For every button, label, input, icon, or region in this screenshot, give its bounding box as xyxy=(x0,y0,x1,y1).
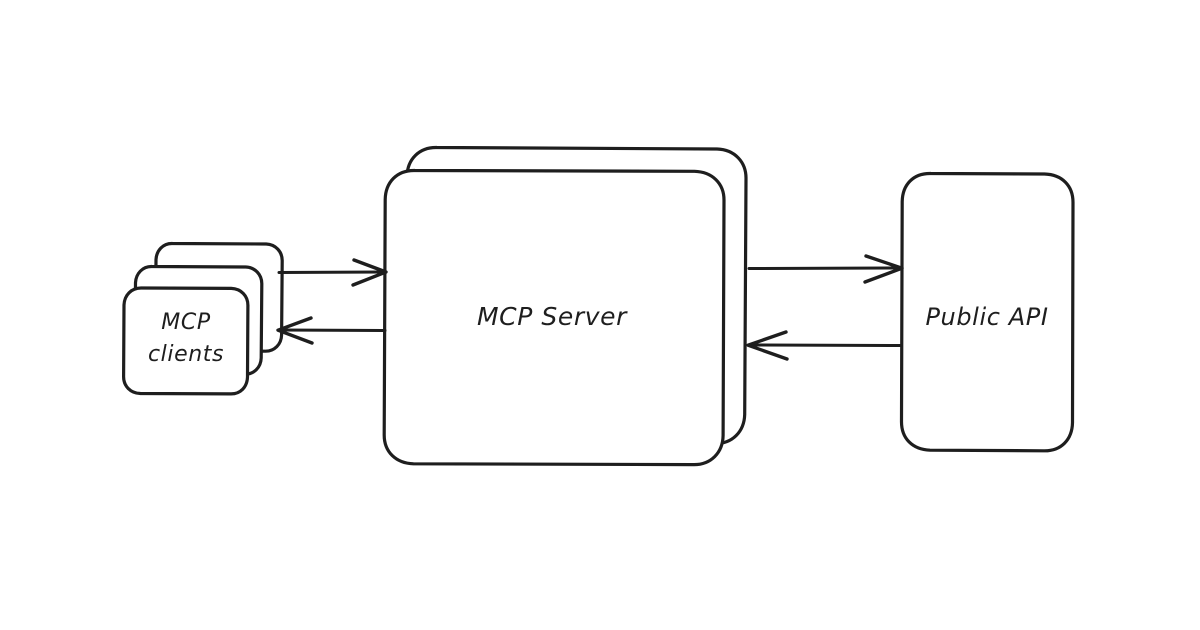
connector-api-to-server-line xyxy=(748,343,903,347)
connector-api-to-server-arrowhead-icon xyxy=(746,330,789,361)
connector-server-to-api-line xyxy=(747,266,903,270)
connector-clients-to-server-line xyxy=(277,270,387,274)
connector-clients-to-server[interactable] xyxy=(277,258,388,287)
connector-clients-to-server-arrowhead-icon xyxy=(351,258,388,287)
connector-server-to-clients[interactable] xyxy=(276,316,387,345)
public-api-label: Public API xyxy=(925,303,1048,331)
connector-server-to-clients-line xyxy=(278,328,387,332)
public-api-card xyxy=(899,171,1075,453)
connector-server-to-api-arrowhead-icon xyxy=(863,254,904,284)
mcp-clients-label-line2: clients xyxy=(148,342,224,367)
connector-server-to-clients-arrowhead-icon xyxy=(276,316,314,345)
node-mcp-clients[interactable]: MCP clients xyxy=(121,241,284,396)
mcp-server-card-front xyxy=(382,168,726,467)
mcp-clients-label-line1: MCP xyxy=(161,310,211,335)
node-mcp-server[interactable]: MCP Server xyxy=(382,145,748,467)
connector-api-to-server[interactable] xyxy=(746,330,903,361)
connector-server-to-api[interactable] xyxy=(747,254,904,284)
mcp-server-label: MCP Server xyxy=(477,302,628,331)
node-public-api[interactable]: Public API xyxy=(899,171,1075,453)
mcp-clients-card-front xyxy=(121,286,250,396)
